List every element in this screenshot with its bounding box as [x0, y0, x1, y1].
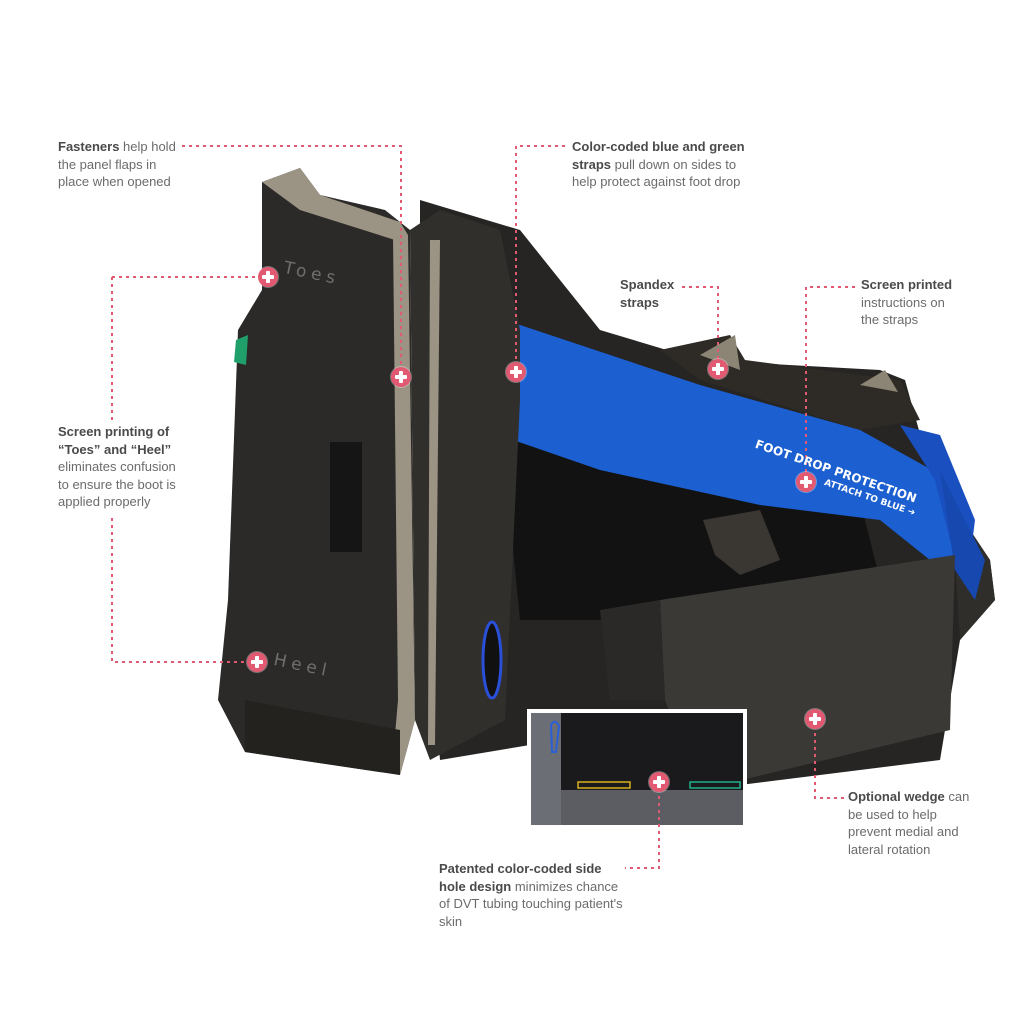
callout-body: instructions on the straps: [861, 294, 945, 328]
callout-heading: Screen printed: [861, 277, 953, 292]
leader-lines: [111, 145, 855, 869]
callout-heading: Optional wedge: [848, 789, 945, 804]
marker-blue-green-straps[interactable]: [506, 362, 526, 382]
callout-heading: Spandex straps: [620, 277, 675, 310]
callout-body: eliminates confusion to ensure the boot …: [58, 459, 176, 509]
callout-spandex: Spandex straps: [620, 276, 680, 311]
marker-wedge[interactable]: [805, 709, 825, 729]
marker-heel[interactable]: [247, 652, 267, 672]
marker-spandex[interactable]: [708, 359, 728, 379]
marker-fasteners[interactable]: [391, 367, 411, 387]
callout-side-hole: Patented color-coded side hole design mi…: [439, 860, 629, 930]
marker-toes[interactable]: [258, 267, 278, 287]
callout-screen-printed: Screen printed instructions on the strap…: [861, 276, 961, 329]
callout-heading: Screen printing of “Toes” and “Heel”: [58, 424, 172, 457]
callout-toes-heel: Screen printing of “Toes” and “Heel” eli…: [58, 423, 186, 511]
callout-fasteners: Fasteners help hold the panel flaps in p…: [58, 138, 183, 191]
callout-heading: Patented color-coded side hole design: [439, 861, 602, 894]
marker-side-hole[interactable]: [649, 772, 669, 792]
callout-body: pull down on sides to help protect again…: [572, 156, 741, 190]
callout-body: can be used to help prevent medial and l…: [848, 789, 970, 857]
marker-screen-printed[interactable]: [796, 472, 816, 492]
callout-body: help hold the panel flaps in place when …: [58, 139, 176, 189]
callout-wedge: Optional wedge can be used to help preve…: [848, 788, 978, 858]
callout-heading: Fasteners: [58, 139, 120, 154]
callout-body: minimizes chance of DVT tubing touching …: [439, 878, 623, 929]
callout-heading: Color-coded blue and green straps: [572, 139, 745, 172]
callout-color-coded-straps: Color-coded blue and green straps pull d…: [572, 138, 762, 191]
